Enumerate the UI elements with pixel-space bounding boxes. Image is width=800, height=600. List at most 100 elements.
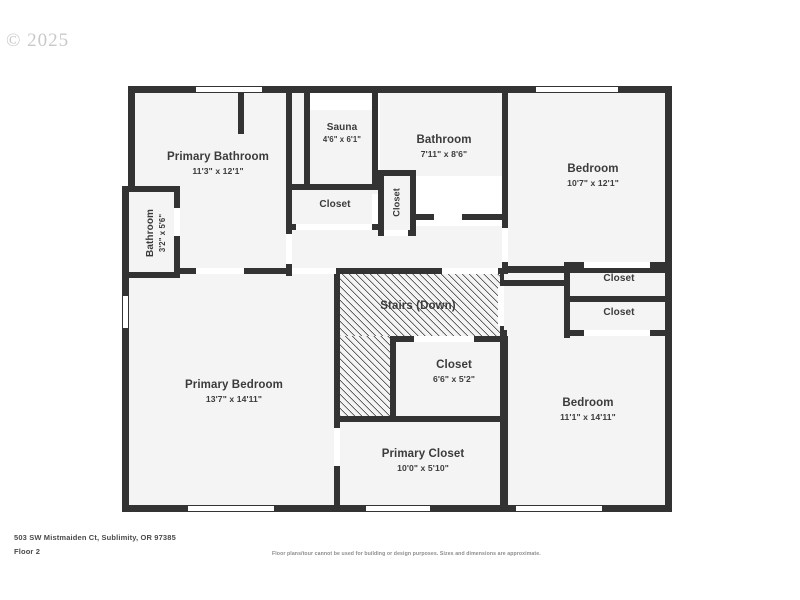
door-opening-primary-bath-small [196,268,214,274]
room-fill-bathroom-main [380,86,506,176]
room-label-stairs: Stairs (Down) [340,300,496,314]
room-dimensions: 3'2" x 5'6" [157,213,167,253]
room-name: Sauna [326,122,358,133]
door-opening-hall-a [212,268,244,274]
room-name: Closet [319,199,351,210]
room-name: Bedroom [567,163,619,175]
room-label-closet-hall: Closet [292,199,378,211]
copyright-watermark: © 2025 [6,30,70,51]
window-bottom-primary-bedroom [188,505,274,512]
door-opening-hall-c [442,268,498,274]
door-opening-closet-narrow [384,230,408,236]
room-name: Bathroom [416,134,472,146]
wall-right-hall-connector [504,280,570,286]
wall-closet-hall-left [286,184,292,230]
room-fill-bathroom-small [128,186,180,278]
room-name: Primary Bedroom [184,379,283,391]
door-opening-closet-hall [296,224,372,230]
wall-bedroom-top-bottom [502,266,672,273]
wall-primary-closet-right [502,416,508,512]
wall-exterior-top-mid [304,86,508,93]
wall-closet-narrow-right [410,170,416,236]
room-fill-closet-center [404,340,504,430]
room-fill-bedroom-bottom [506,330,670,510]
room-label-bathroom-main: Bathroom 7'11" x 8'6" [385,134,503,159]
door-opening-bathroom-main [434,214,462,220]
door-opening-bedroom-top [502,228,508,262]
wall-stairs-right [390,272,396,420]
room-label-closet-narrow: Closet [392,175,403,229]
room-fill-closet-hall [292,188,378,226]
door-opening-primary-closet-left [334,428,340,466]
room-dimensions: 7'11" x 8'6" [420,148,468,159]
window-left-primary-bedroom [122,296,129,328]
room-name: Closet [391,188,402,217]
wall-primary-bedroom-right [334,272,340,512]
door-opening-closet-right-bot [584,330,650,336]
window-top-bedroom [536,86,618,93]
room-dimensions: 6'6" x 5'2" [432,373,475,384]
door-opening-hall-b [292,268,336,274]
wall-sauna-bottom [292,184,384,190]
door-opening-sauna [372,194,378,224]
door-opening-bathroom-small [174,208,180,236]
room-dimensions: 10'0" x 5'10" [397,462,449,473]
wall-exterior-left-jog [122,186,129,278]
wall-stub-primary-bath-top [238,86,244,134]
wall-closet-right-divider [564,296,672,302]
wall-exterior-left-lower [122,278,129,512]
room-name: Closet [436,359,472,371]
room-label-primary-bathroom: Primary Bathroom 11'3" x 12'1" [138,151,298,176]
wall-closet-center-bottom [390,416,508,422]
room-name: Primary Bathroom [167,151,269,163]
room-label-bedroom-bottom: Bedroom 11'1" x 14'11" [518,397,658,422]
room-label-closet-center: Closet 6'6" x 5'2" [404,359,504,384]
door-opening-closet-right-top [584,262,650,268]
room-dimensions: 13'7" x 14'11" [205,393,263,404]
wall-bathroom-main-bottom2 [460,214,508,220]
wall-exterior-right-upper [665,86,672,276]
wall-sauna-right [372,86,378,190]
window-top-primary-bathroom [196,86,262,93]
room-name: Bedroom [562,397,614,409]
room-name: Stairs (Down) [380,300,456,312]
window-bottom-primary-closet [366,505,430,512]
door-opening-right-hall-upper [498,286,504,326]
room-dimensions: 4'6" x 6'1" [322,134,362,144]
room-dimensions: 10'7" x 12'1" [567,177,619,188]
room-name: Bathroom [145,208,157,258]
room-label-closet-right-top: Closet [570,273,668,285]
room-name: Closet [603,307,635,318]
wall-closet-center-right [502,336,508,422]
stairs-hatch-area-top [340,274,500,336]
room-dimensions: 11'3" x 12'1" [192,165,244,176]
room-fill-primary-bedroom [128,274,340,506]
wall-sauna-left [304,86,310,190]
room-name: Primary Closet [381,448,465,460]
wall-hall-upper-bottom2 [336,268,508,274]
wall-closet-narrow-left [378,170,384,236]
wall-closet-narrow-top [378,170,416,176]
room-name: Closet [603,273,635,284]
room-label-closet-right-bot: Closet [570,307,668,319]
wall-left-jog-bottom [122,272,180,278]
room-fill-primary-closet [340,420,506,510]
room-label-bathroom-small: Bathroom 3'2" x 5'6" [145,185,167,281]
wall-primary-bathroom-right [286,86,292,276]
wall-bathroom-main-right [502,86,508,220]
wall-left-jog-top [122,186,180,192]
door-opening-closet-center [414,336,474,342]
room-fill-closet-right-bot [568,300,670,332]
room-fill-bedroom-top [508,86,670,272]
wall-exterior-left-upper [128,86,135,186]
room-fill-sauna [306,110,378,188]
footer-floor-label: Floor 2 [14,547,41,556]
wall-primary-closet-top [334,416,396,422]
window-bottom-bedroom [516,505,602,512]
footer-address: 503 SW Mistmaiden Ct, Sublimity, OR 9738… [14,533,176,542]
door-opening-primary-bath-hall [286,234,292,264]
wall-hall-upper-bottom4 [238,268,290,274]
room-label-bedroom-top: Bedroom 10'7" x 12'1" [528,163,658,188]
